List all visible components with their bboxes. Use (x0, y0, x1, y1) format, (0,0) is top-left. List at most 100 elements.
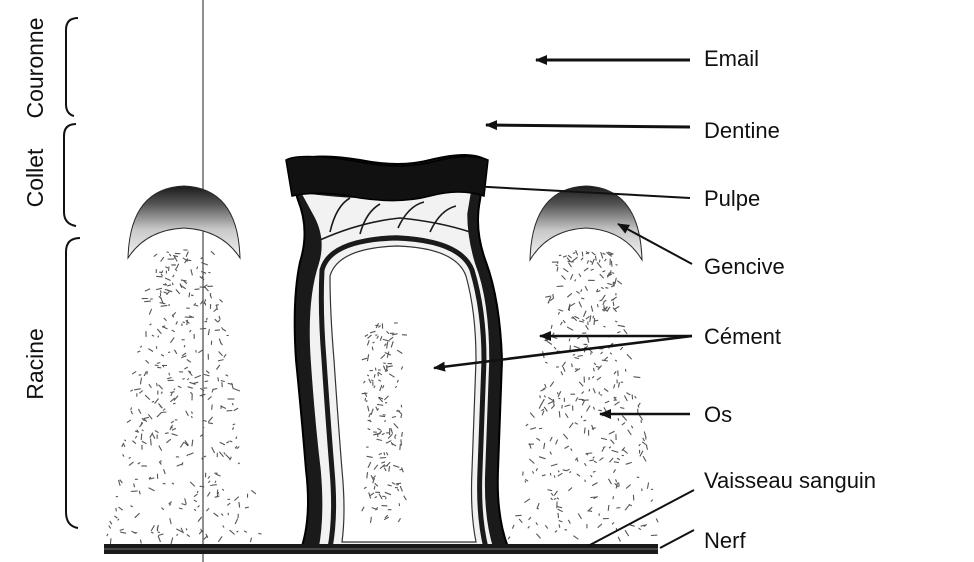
speckle-mark (515, 515, 521, 516)
speckle-mark (555, 531, 557, 533)
speckle-mark (616, 479, 617, 482)
speckle-mark (155, 365, 159, 366)
speckle-mark (185, 498, 187, 504)
speckle-mark (142, 430, 144, 431)
speckle-mark (190, 330, 192, 332)
speckle-mark (215, 319, 218, 322)
speckle-mark (625, 530, 629, 536)
speckle-mark (614, 402, 619, 406)
speckle-mark (138, 409, 141, 414)
speckle-mark (200, 486, 205, 487)
speckle-mark (372, 347, 373, 351)
speckle-mark (610, 353, 612, 355)
speckle-mark (551, 405, 554, 409)
speckle-mark (172, 330, 175, 332)
speckle-mark (138, 463, 140, 465)
speckle-mark (611, 440, 615, 444)
speckle-mark (593, 457, 595, 459)
speckle-mark (194, 494, 198, 497)
speckle-mark (365, 398, 366, 401)
speckle-mark (154, 254, 157, 257)
speckle-mark (172, 428, 176, 430)
speckle-mark (554, 347, 556, 349)
speckle-mark (258, 533, 261, 534)
speckle-mark (593, 407, 594, 410)
speckle-mark (169, 373, 170, 376)
speckle-mark (551, 325, 552, 329)
speckle-mark (571, 449, 572, 451)
speckle-mark (167, 285, 171, 286)
speckle-mark (238, 463, 240, 464)
speckle-mark (187, 320, 188, 325)
speckle-mark (558, 391, 561, 397)
speckle-mark (207, 492, 210, 496)
speckle-mark (152, 401, 154, 402)
speckle-mark (637, 477, 639, 478)
speckle-mark (237, 531, 239, 532)
speckle-mark (613, 469, 615, 472)
dentine-arrow (486, 125, 690, 127)
speckle-mark (401, 405, 402, 408)
speckle-mark (226, 375, 228, 377)
speckle-mark (132, 371, 136, 374)
speckle-mark (384, 452, 385, 455)
speckle-mark (219, 452, 223, 457)
speckle-mark (584, 268, 588, 271)
speckle-mark (594, 363, 596, 365)
speckle-mark (569, 423, 573, 428)
speckle-mark (574, 358, 579, 359)
speckle-mark (563, 256, 567, 257)
speckle-mark (598, 524, 602, 528)
os-label: Os (704, 402, 732, 427)
speckle-mark (592, 252, 596, 255)
speckle-mark (590, 315, 591, 321)
speckle-mark (575, 279, 576, 281)
speckle-mark (537, 503, 539, 508)
speckle-mark (557, 261, 558, 263)
speckle-mark (550, 452, 552, 455)
speckle-mark (579, 302, 582, 308)
speckle-mark (234, 497, 238, 501)
speckle-mark (233, 424, 235, 425)
speckle-mark (176, 264, 178, 269)
speckle-mark (625, 505, 629, 511)
speckle-mark (620, 347, 623, 350)
speckle-mark (569, 263, 572, 267)
gum-right (530, 186, 642, 260)
gencive-label: Gencive (704, 254, 785, 279)
speckle-mark (617, 458, 620, 460)
speckle-mark (579, 274, 581, 277)
speckle-mark (134, 484, 135, 488)
speckle-mark (157, 525, 158, 530)
speckle-mark (557, 498, 559, 500)
speckle-mark (204, 374, 210, 376)
speckle-mark (187, 534, 190, 536)
speckle-mark (233, 427, 234, 430)
speckle-mark (626, 485, 631, 489)
speckle-mark (545, 525, 547, 528)
speckle-mark (590, 497, 596, 498)
nerf-label: Nerf (704, 528, 746, 553)
speckle-mark (540, 395, 541, 398)
speckle-mark (609, 479, 612, 484)
speckle-mark (529, 459, 534, 464)
speckle-mark (604, 407, 606, 411)
speckle-mark (558, 513, 559, 518)
speckle-mark (208, 423, 213, 424)
speckle-mark (169, 304, 170, 306)
speckle-mark (214, 513, 219, 517)
speckle-mark (180, 442, 184, 448)
speckle-mark (374, 486, 375, 490)
email-label: Email (704, 46, 759, 71)
speckle-mark (200, 328, 206, 329)
speckle-mark (561, 322, 563, 325)
speckle-mark (173, 256, 178, 257)
speckle-mark (620, 408, 624, 409)
speckle-mark (218, 320, 220, 323)
speckle-mark (609, 431, 615, 434)
speckle-mark (551, 493, 553, 496)
speckle-mark (579, 399, 584, 400)
speckle-mark (547, 341, 552, 344)
speckle-mark (109, 526, 111, 529)
speckle-mark (163, 409, 165, 411)
